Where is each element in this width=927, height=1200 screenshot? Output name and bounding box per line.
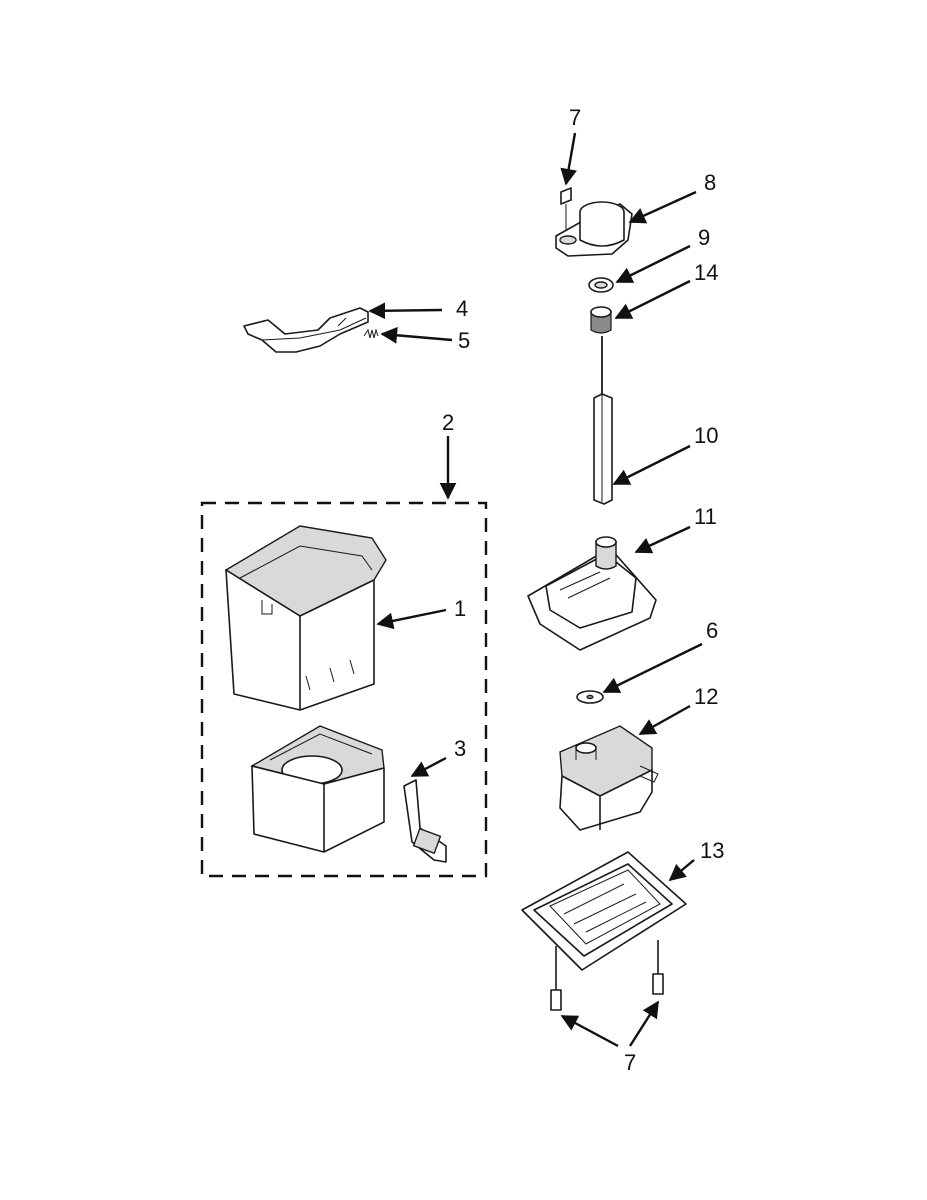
part-6-washer [576, 690, 604, 704]
callout-7-bottom: 7 [624, 1050, 636, 1075]
callout-7-top: 7 [569, 105, 581, 130]
leader-1 [376, 608, 447, 630]
leader-7-top [560, 132, 577, 186]
callout-1: 1 [454, 596, 466, 621]
callout-11: 11 [694, 504, 717, 529]
part-1-ice-bucket [224, 525, 387, 711]
leader-6 [602, 642, 703, 694]
callout-2: 2 [442, 410, 454, 435]
part-12-gear-motor [559, 725, 659, 831]
callout-6: 6 [706, 618, 718, 643]
callout-4: 4 [456, 296, 468, 321]
part-7-screw-bottom-right [652, 940, 664, 995]
part-5-spring [363, 328, 379, 339]
leader-8 [628, 190, 697, 224]
callout-14: 14 [694, 260, 718, 285]
assembly-2-boundary [200, 501, 488, 878]
callout-10: 10 [694, 423, 718, 448]
leader-10 [612, 444, 691, 486]
part-3-sensor [403, 779, 447, 863]
leader-14 [614, 279, 691, 320]
part-13-tray [521, 851, 687, 971]
leader-5 [380, 326, 453, 344]
callout-12: 12 [694, 684, 718, 709]
leader-4 [368, 302, 443, 320]
leader-lines [368, 132, 703, 1048]
leader-13 [668, 859, 695, 882]
leader-12 [638, 704, 691, 736]
part-14-bushing [590, 306, 612, 334]
part-11-drive-housing [527, 536, 657, 651]
part-7-screw-top [560, 187, 572, 236]
leader-3 [410, 756, 447, 778]
callout-8: 8 [704, 170, 716, 195]
callout-13: 13 [700, 838, 724, 863]
callout-9: 9 [698, 225, 710, 250]
part-7-screw-bottom-left [550, 946, 562, 1011]
leader-9 [615, 244, 691, 284]
leader-7-bottom-right [628, 1000, 660, 1047]
part-4-bracket [243, 307, 369, 353]
callout-3: 3 [454, 736, 466, 761]
callout-5: 5 [458, 328, 470, 353]
leader-11 [634, 525, 691, 554]
part-8-flange-bearing [555, 201, 633, 257]
callout-labels: 7 8 9 14 4 5 2 10 11 1 6 12 3 13 7 [442, 105, 724, 1075]
part-1-auger-housing [250, 725, 385, 853]
part-9-washer [588, 277, 614, 293]
part-10-shaft [593, 393, 613, 505]
leader-7-bottom-left [560, 1014, 619, 1048]
